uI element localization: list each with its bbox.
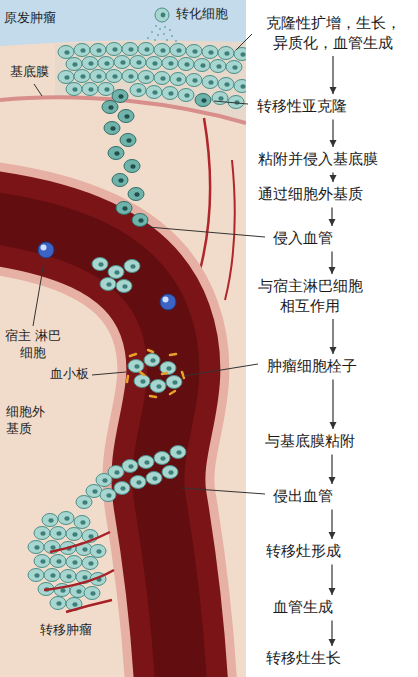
lumen-sky	[0, 0, 246, 46]
part-label: 转移肿瘤	[40, 622, 92, 639]
transformed-cell	[147, 8, 177, 42]
capillary	[200, 118, 210, 270]
step-text-box: 转移灶形成	[263, 540, 344, 564]
step-text: 血管生成	[273, 598, 333, 618]
flow-arrow	[329, 252, 336, 275]
step-text-box: 与基底膜粘附	[262, 430, 358, 454]
part-label: 转化细胞	[176, 6, 228, 23]
arrow-head	[329, 588, 336, 595]
step-text-box: 侵入血管	[270, 227, 336, 251]
flow-arrow	[329, 208, 336, 227]
flow-arrow	[329, 510, 336, 540]
step-text-box: 通过细胞外基质	[255, 183, 366, 207]
flow-arrow	[330, 56, 337, 94]
epithelium	[55, 40, 246, 122]
arrow-line	[332, 380, 333, 430]
step-text-box: 转移灶生长	[263, 647, 344, 671]
flow-arrow	[329, 455, 336, 485]
step-text: 通过细胞外基质	[258, 185, 363, 205]
part-label: 基底膜	[10, 64, 49, 81]
flow-arrow	[330, 173, 337, 183]
arrow-head	[330, 87, 337, 94]
invading-cells	[102, 90, 148, 227]
arrow-head	[330, 422, 337, 429]
primary-tumor-cells	[58, 43, 246, 109]
step-text: 肿瘤细胞栓子	[267, 357, 357, 377]
arrow-head	[330, 347, 337, 354]
arrow-head	[329, 219, 336, 226]
part-label: 宿主 淋巴细胞	[4, 328, 62, 362]
flow-arrow	[329, 565, 336, 596]
arrow-head	[329, 477, 336, 484]
step-text: 转移灶生长	[266, 649, 341, 669]
step-text: 转移灶形成	[266, 542, 341, 562]
step-text-box: 肿瘤细胞栓子	[264, 355, 360, 379]
flow-arrow	[330, 120, 337, 148]
flow-arrow	[330, 380, 337, 430]
arrow-head	[330, 140, 337, 147]
step-text-box: 与宿主淋巴细胞 相互作用	[251, 275, 369, 318]
vessel-lumen	[0, 215, 182, 677]
step-text: 与宿主淋巴细胞 相互作用	[254, 277, 366, 316]
capillary	[225, 160, 235, 300]
step-text-box: 转移性亚克隆	[254, 95, 350, 119]
step-text-box: 粘附并侵入基底膜	[255, 148, 381, 172]
part-label: 细胞外 基质	[6, 404, 52, 438]
step-text: 粘附并侵入基底膜	[258, 150, 378, 170]
vessel-wall	[0, 215, 182, 677]
flow-arrow	[330, 319, 337, 354]
step-text: 侵出血管	[273, 487, 333, 507]
step-text: 克隆性扩增，生长， 异质化，血管生成	[258, 14, 408, 53]
metastatic-tumor	[28, 512, 114, 613]
step-text: 与基底膜粘附	[265, 432, 355, 452]
tumor-embolus	[127, 350, 184, 397]
part-label: 原发肿瘤	[4, 10, 56, 27]
step-text-box: 克隆性扩增，生长， 异质化，血管生成	[255, 12, 411, 55]
arrow-head	[329, 639, 336, 646]
arrow-head	[329, 267, 336, 274]
leader-lines	[33, 34, 265, 494]
arrow-head	[330, 175, 337, 182]
step-text: 转移性亚克隆	[257, 97, 347, 117]
part-label: 血小板	[50, 366, 89, 383]
tissue-picture	[0, 0, 246, 677]
extravasating-cells	[76, 446, 186, 509]
arrow-head	[329, 532, 336, 539]
step-text: 侵入血管	[273, 229, 333, 249]
vessel-core	[0, 215, 182, 677]
step-text-box: 侵出血管	[270, 485, 336, 509]
flow-arrow	[329, 621, 336, 647]
circulating-cells	[38, 242, 176, 310]
step-text-box: 血管生成	[270, 596, 336, 620]
